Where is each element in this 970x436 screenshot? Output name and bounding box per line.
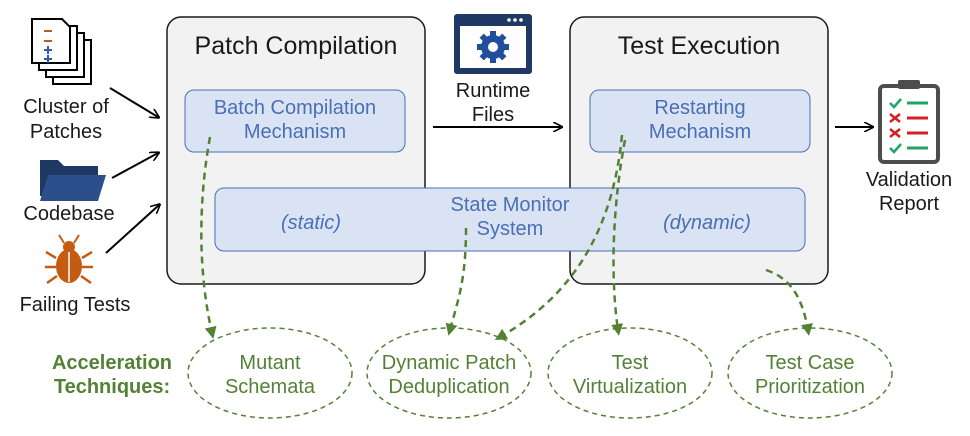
technique-label: Test bbox=[612, 352, 649, 374]
mutant-schemata-connector bbox=[200, 136, 217, 339]
state-monitor-label-2: System bbox=[477, 218, 544, 240]
runtime-files-label: Runtime bbox=[456, 80, 530, 102]
folder-icon bbox=[40, 160, 106, 201]
bug-icon bbox=[45, 234, 93, 285]
technique-label: Virtualization bbox=[573, 376, 687, 398]
restarting-mechanism-label-2: Mechanism bbox=[649, 121, 751, 143]
cluster-of-patches-label: Cluster of bbox=[23, 96, 109, 118]
codebase-label: Codebase bbox=[23, 203, 114, 225]
cluster-of-patches-label-2: Patches bbox=[30, 121, 102, 143]
batch-compilation-label: Batch Compilation bbox=[214, 97, 376, 119]
batch-compilation-box bbox=[184, 89, 406, 153]
batch-compilation-label-2: Mechanism bbox=[244, 121, 346, 143]
technique-label: Prioritization bbox=[755, 376, 865, 398]
dynamic-label: (dynamic) bbox=[663, 212, 751, 234]
patches-stack-icon bbox=[31, 18, 92, 85]
failing-tests-arrow bbox=[105, 205, 159, 254]
validation-report-label: Validation bbox=[866, 169, 952, 191]
technique-label: Schemata bbox=[225, 376, 316, 398]
technique-label: Test Case bbox=[766, 352, 855, 374]
codebase-arrow bbox=[111, 153, 158, 179]
checklist-icon bbox=[878, 80, 940, 164]
dynamic-patch-dedup-ellipse bbox=[366, 327, 532, 419]
test-execution-title: Test Execution bbox=[618, 32, 781, 60]
technique-label: Dynamic Patch bbox=[382, 352, 517, 374]
restarting-mechanism-label: Restarting bbox=[654, 97, 745, 119]
runtime-files-label-2: Files bbox=[472, 104, 514, 126]
static-label: (static) bbox=[281, 212, 341, 234]
patches-arrow bbox=[109, 87, 158, 117]
virtualization-connector bbox=[611, 139, 627, 336]
state-monitor-box bbox=[214, 187, 806, 252]
test-virtualization-ellipse bbox=[547, 327, 713, 419]
gear-window-icon bbox=[454, 14, 532, 74]
state-monitor-label: State Monitor bbox=[451, 194, 570, 216]
restarting-mechanism-box bbox=[589, 89, 811, 153]
validation-report-label-2: Report bbox=[879, 193, 939, 215]
technique-label: Mutant bbox=[239, 352, 301, 374]
acceleration-label: Acceleration bbox=[52, 352, 172, 374]
mutant-schemata-ellipse bbox=[187, 327, 353, 419]
test-case-prioritization-ellipse bbox=[727, 327, 893, 419]
dedup-from-restart-connector bbox=[494, 134, 624, 340]
patch-compilation-title: Patch Compilation bbox=[195, 32, 398, 60]
dedup-from-monitor-connector bbox=[445, 227, 468, 336]
failing-tests-label: Failing Tests bbox=[20, 294, 131, 316]
technique-label: Deduplication bbox=[388, 376, 509, 398]
acceleration-label-2: Techniques: bbox=[54, 376, 170, 398]
